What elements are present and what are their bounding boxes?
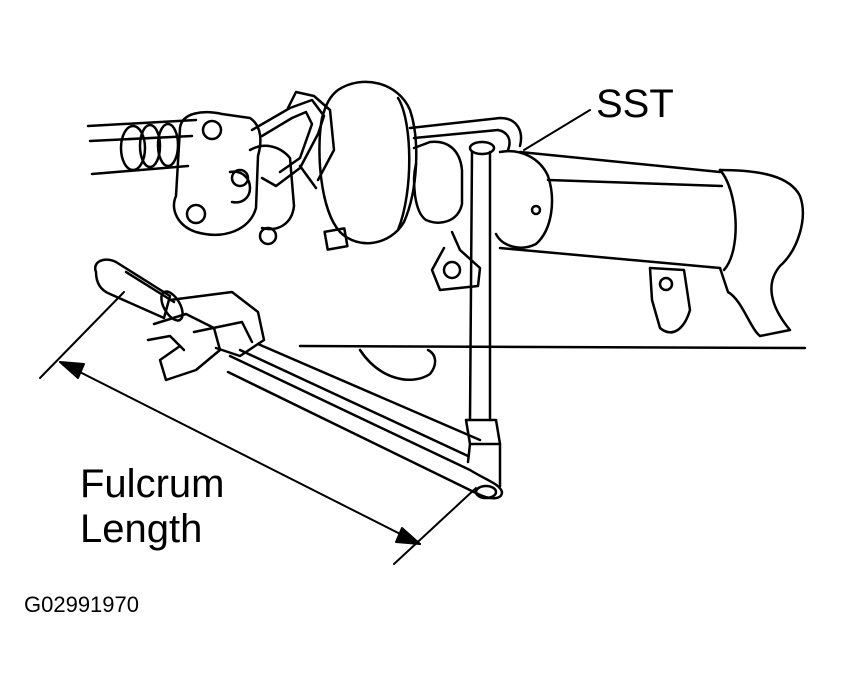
sst-leader-line <box>523 109 591 151</box>
column-tube <box>648 168 804 338</box>
torque-wrench <box>93 258 504 500</box>
fulcrum-label-line2: Length <box>80 507 203 551</box>
sst-label: SST <box>596 82 674 126</box>
universal-joint <box>172 111 296 246</box>
fulcrum-label-line1: Fulcrum <box>80 462 225 506</box>
upper-tube <box>408 116 523 148</box>
wheel-boss <box>318 80 418 245</box>
small-bracket <box>323 227 349 251</box>
sst-rod <box>464 140 502 488</box>
figure-code: G02991970 <box>24 592 139 617</box>
fulcrum-length-label: Fulcrum Length <box>80 462 224 552</box>
column-body <box>412 140 724 292</box>
fulcrum-dimension <box>39 291 477 565</box>
floor-line <box>298 344 807 350</box>
